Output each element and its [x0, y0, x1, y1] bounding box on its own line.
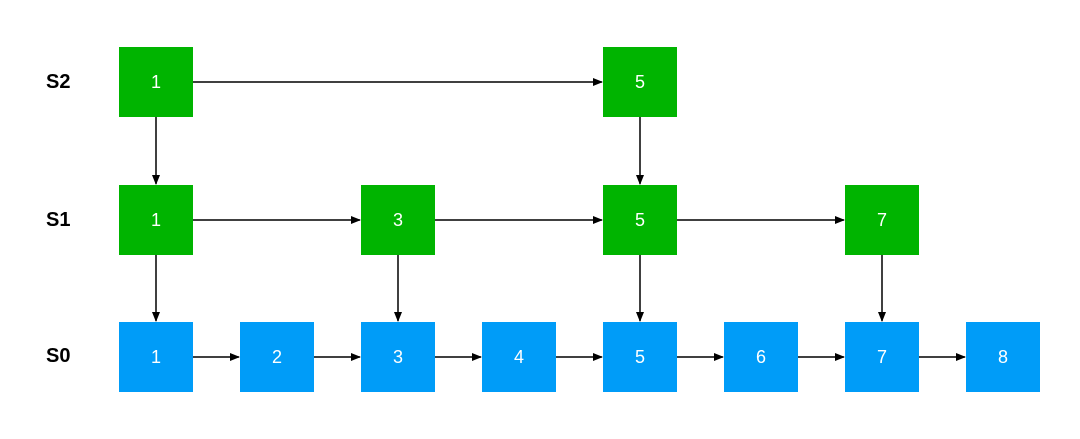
node-s0-2: 2	[240, 322, 314, 392]
node-s1-3: 3	[361, 185, 435, 255]
node-s0-7: 7	[845, 322, 919, 392]
node-s1-1: 1	[119, 185, 193, 255]
node-s2-5: 5	[603, 47, 677, 117]
node-s2-1: 1	[119, 47, 193, 117]
node-s0-4: 4	[482, 322, 556, 392]
node-s0-3: 3	[361, 322, 435, 392]
node-s0-1: 1	[119, 322, 193, 392]
node-s1-7: 7	[845, 185, 919, 255]
level-label-s1: S1	[46, 209, 71, 231]
node-s0-8: 8	[966, 322, 1040, 392]
node-s1-5: 5	[603, 185, 677, 255]
level-label-s0: S0	[46, 345, 71, 367]
level-label-s2: S2	[46, 71, 71, 93]
node-s0-6: 6	[724, 322, 798, 392]
node-s0-5: 5	[603, 322, 677, 392]
